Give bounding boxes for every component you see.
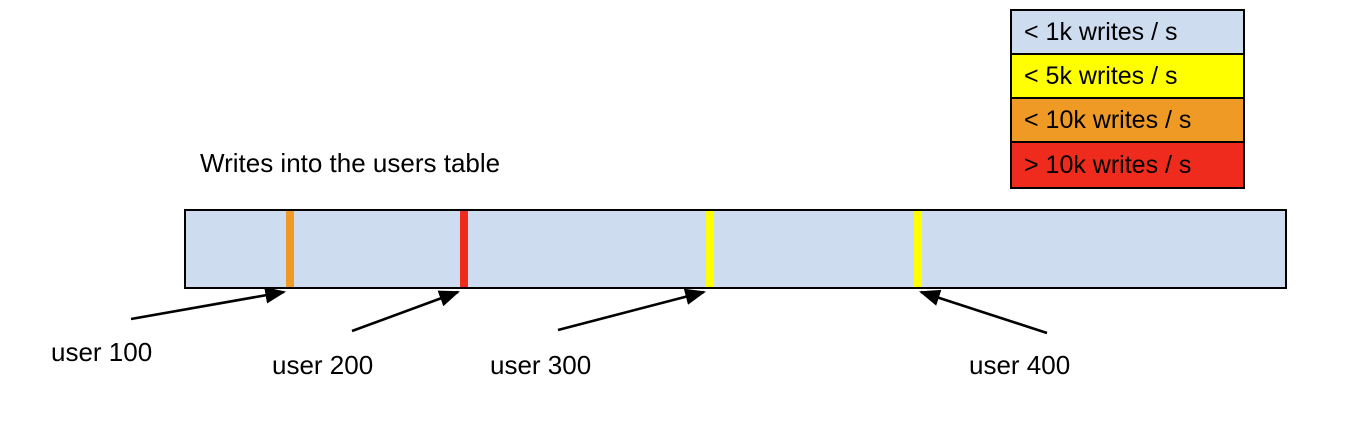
legend-label-lt-10k: < 10k writes / s — [1024, 105, 1192, 134]
legend-label-gt-10k: > 10k writes / s — [1024, 150, 1192, 179]
arrow-user-100 — [130, 287, 287, 321]
legend-row-lt-5k: < 5k writes / s — [1012, 55, 1243, 99]
legend-label-lt-5k: < 5k writes / s — [1024, 61, 1178, 90]
legend-row-gt-10k: > 10k writes / s — [1012, 143, 1243, 187]
legend-row-lt-1k: < 1k writes / s — [1012, 11, 1243, 55]
legend-label-lt-1k: < 1k writes / s — [1024, 17, 1178, 46]
callout-label-user-200: user 200 — [272, 350, 374, 380]
legend-row-lt-10k: < 10k writes / s — [1012, 99, 1243, 143]
chart-title: Writes into the users table — [200, 148, 501, 178]
users-table-bar — [184, 209, 1287, 289]
arrow-user-400 — [919, 289, 1048, 335]
marker-user-400 — [914, 211, 922, 287]
arrow-user-300 — [557, 288, 707, 332]
arrow-user-200 — [351, 290, 460, 333]
marker-user-100 — [286, 211, 294, 287]
marker-user-300 — [706, 211, 714, 287]
callout-label-user-100: user 100 — [51, 337, 153, 367]
callout-label-user-400: user 400 — [969, 350, 1071, 380]
callout-label-user-300: user 300 — [490, 350, 592, 380]
marker-user-200 — [460, 211, 468, 287]
legend: < 1k writes / s < 5k writes / s < 10k wr… — [1010, 9, 1245, 189]
